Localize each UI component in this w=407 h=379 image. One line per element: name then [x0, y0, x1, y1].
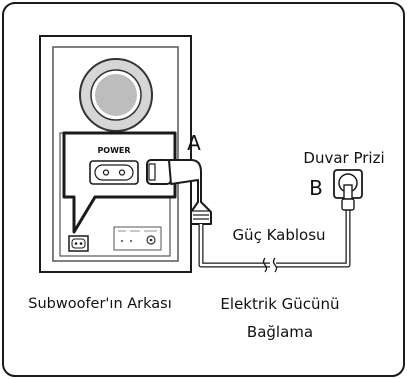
id-set-connector-icon: [113, 226, 162, 251]
angled-plug-icon: [146, 159, 212, 225]
power-label: POWER: [97, 146, 130, 155]
label-b: B: [309, 176, 323, 200]
label-a: A: [187, 131, 201, 155]
power-cable: [146, 159, 363, 273]
speaker-port-icon: [79, 58, 153, 132]
subwoofer-back-label: Subwoofer'ın Arkası: [28, 296, 172, 312]
caption-line-1: Elektrik Gücünü: [220, 295, 339, 313]
subwoofer-back: POWER: [39, 35, 192, 273]
caption-line-2: Bağlama: [247, 323, 313, 341]
small-power-socket-icon: [68, 235, 89, 252]
power-socket-icon: [89, 160, 139, 185]
wall-outlet-label: Duvar Prizi: [303, 149, 384, 167]
cable-break-mark: [262, 257, 278, 273]
wall-outlet-icon: [333, 169, 363, 211]
power-cable-label: Güç Kablosu: [232, 226, 325, 244]
